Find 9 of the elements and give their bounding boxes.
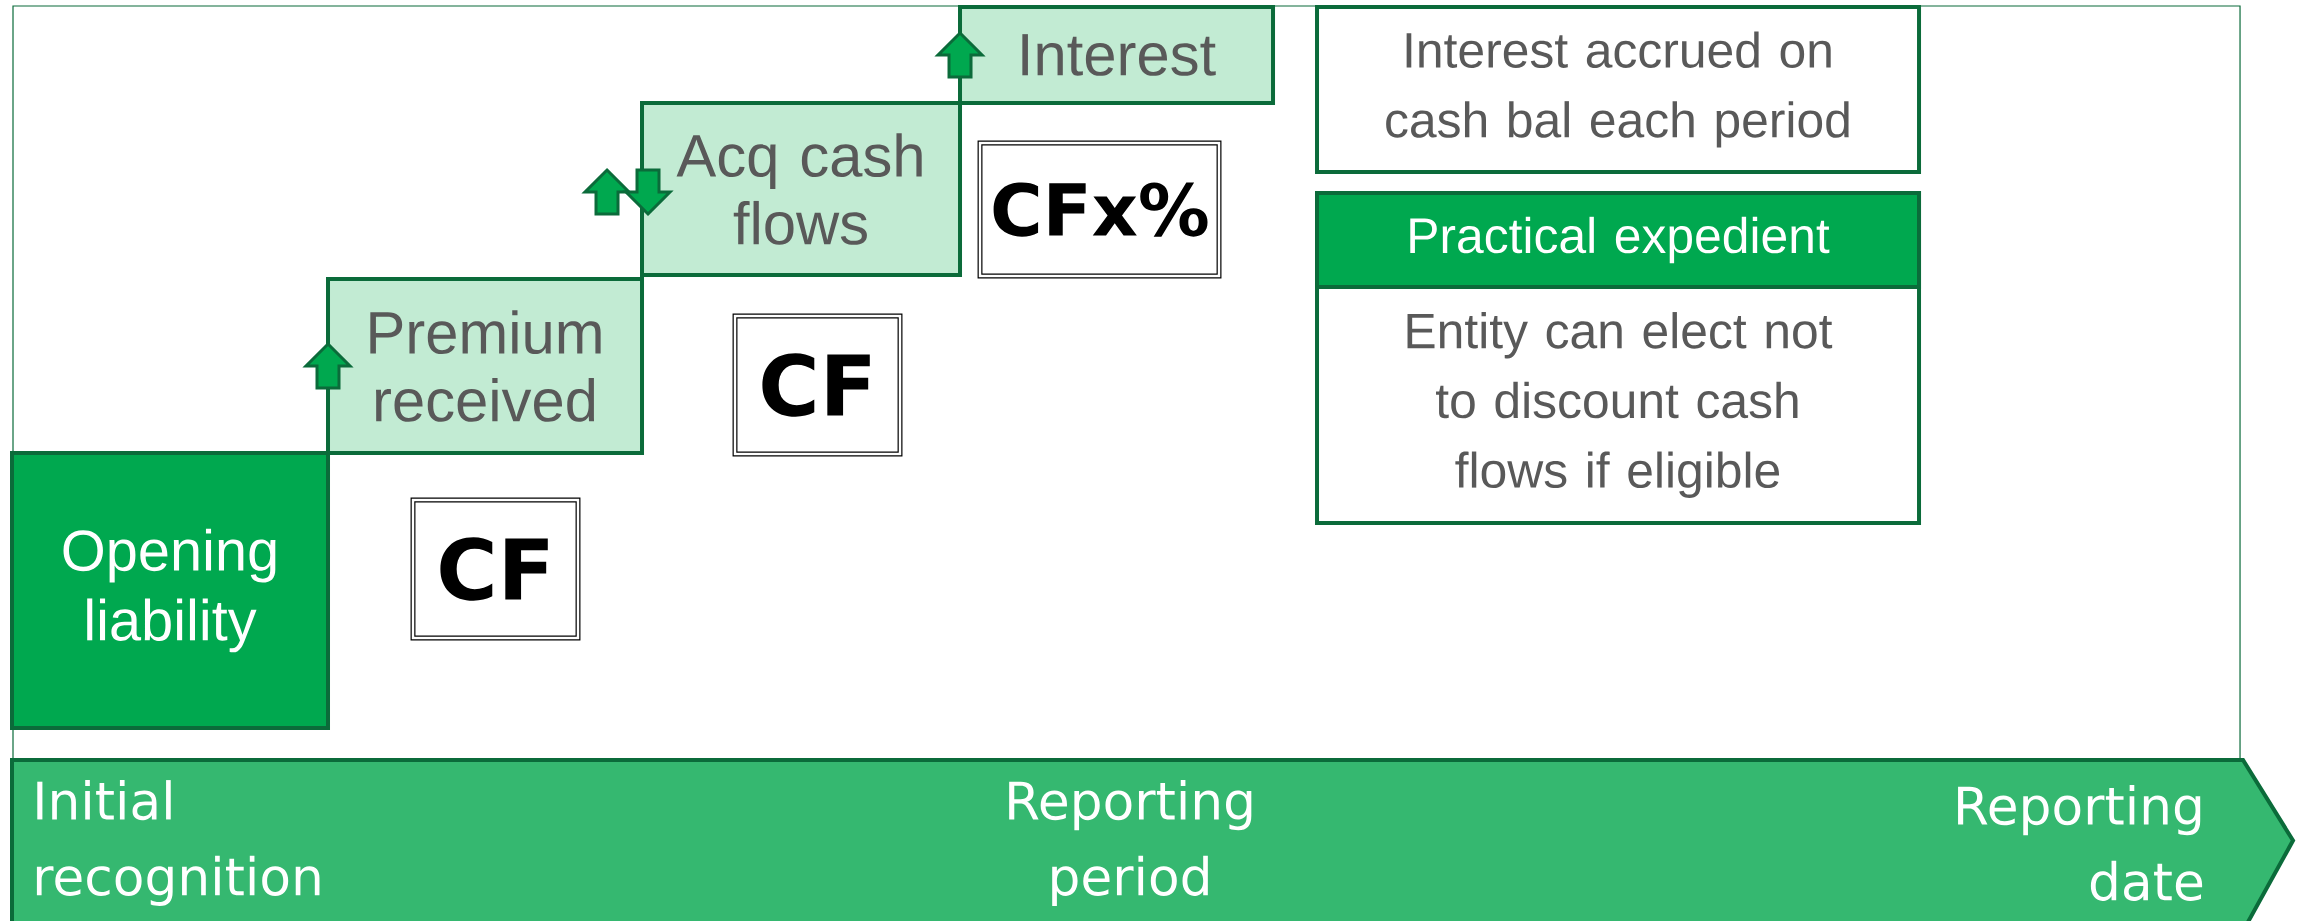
- step-box: Acq cash flows: [640, 101, 962, 277]
- cash-flow-box: CF: [732, 313, 903, 457]
- note-box: Interest accrued on cash bal each period: [1315, 5, 1922, 174]
- note-panel: Practical expedient Entity can elect not to discount cash flows if eligible: [1315, 191, 1922, 525]
- step-box: Opening liability: [10, 451, 330, 730]
- step-box: Premium received: [326, 277, 644, 455]
- cash-flow-box: CF: [410, 497, 581, 641]
- step-box: Interest: [958, 5, 1275, 105]
- cash-flow-box: CFx%: [977, 140, 1222, 279]
